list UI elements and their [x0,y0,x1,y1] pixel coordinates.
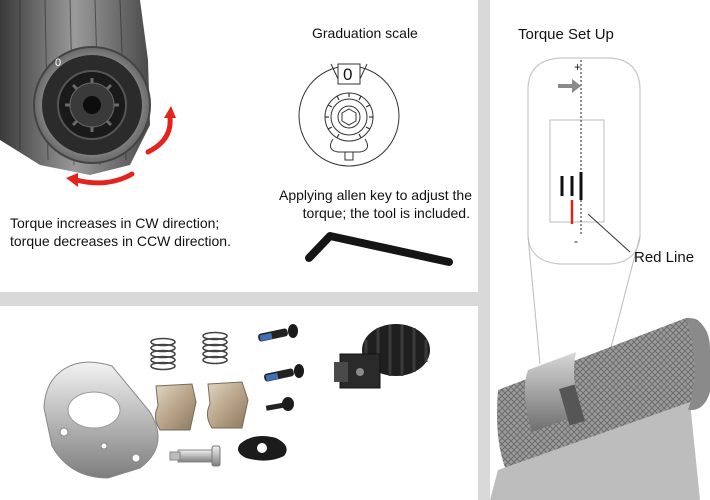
ccw-arrow-icon [73,171,135,186]
red-line-leader [587,213,631,253]
ratchet-square-drive-part [334,324,430,389]
screw-part-2 [264,364,304,382]
spring-part-1 [150,337,176,371]
pointer-arrow-icon [558,79,581,93]
pawl-part-1 [154,383,197,431]
knurled-handle-photo [490,317,710,500]
screw-part-1 [258,324,298,342]
allen-key-caption-1: Applying allen key to adjust the [278,187,472,203]
retaining-clip-part [238,436,287,461]
direction-caption-2: torque decreases in CCW direction. [10,233,231,249]
pin-part [169,445,221,467]
small-screw-part [265,397,294,411]
torque-tick-marks [560,172,583,200]
window-slot [549,119,605,223]
red-line-label: Red Line [634,249,695,266]
base-plate-part [43,361,159,479]
torque-setup-title: Torque Set Up [518,26,614,43]
spring-part-2 [202,331,228,365]
torque-setup-illustration [490,57,710,500]
direction-caption-1: Torque increases in CW direction; [10,215,220,231]
parts-panel [0,306,478,500]
scale-minus-sign: - [574,234,578,248]
cw-arrow-icon [145,115,173,155]
graduation-scale-label: Graduation scale [312,25,418,41]
torque-setup-panel: Torque Set Up [490,0,710,500]
allen-key-caption-2: torque; the tool is included. [302,205,470,221]
zoom-guide-left [527,235,541,365]
cw-arrow-head-icon [164,106,176,118]
window-zoom-outline [527,57,641,265]
handle-end-photo [0,0,151,175]
allen-key-icon [305,232,453,266]
parts-illustration [43,324,430,479]
adjustment-illustration: 0 [0,0,453,266]
adjustment-panel: 0 [0,0,478,292]
dial-zero-label: 0 [55,57,61,69]
pawl-part-2 [206,381,249,429]
scale-zero-digit: 0 [343,65,352,84]
gear-teeth [325,93,373,139]
ccw-arrow-head-icon [66,173,78,187]
scale-plus-sign: + [574,60,582,74]
